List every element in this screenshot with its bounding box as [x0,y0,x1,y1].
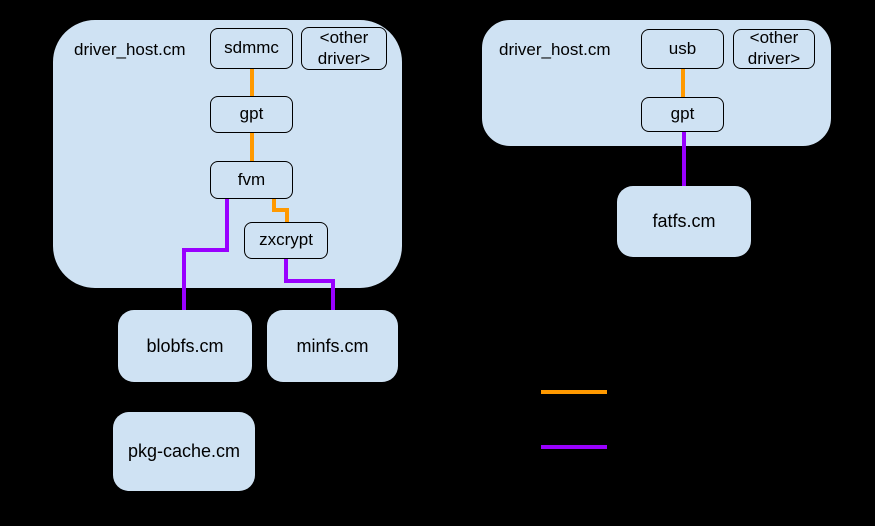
legend-purple-line [541,445,607,449]
connector-sdmmc-gpt [250,69,254,96]
legend-orange-line [541,390,607,394]
connector-fvm-zxcrypt-v2 [285,212,289,223]
connector-fvm-zxcrypt-v1 [272,198,276,212]
connector-fvm-blobfs-h [182,248,229,252]
connector-usb-gpt [681,69,685,97]
connector-fvm-blobfs-v1 [225,198,229,252]
connector-zxcrypt-minfs-h [284,279,335,283]
connector-gpt-fvm [250,133,254,161]
connector-gpt-fatfs [682,132,686,186]
node-blobfs: blobfs.cm [118,310,252,382]
node-fvm: fvm [210,161,293,199]
node-gpt-left: gpt [210,96,293,133]
driver-host-right-label: driver_host.cm [499,40,611,59]
connector-fvm-zxcrypt-h [272,208,289,212]
node-fatfs: fatfs.cm [617,186,751,257]
node-sdmmc: sdmmc [210,28,293,69]
node-other-driver-left: <other driver> [301,27,387,70]
connector-zxcrypt-minfs-v1 [284,259,288,283]
node-pkg-cache: pkg-cache.cm [113,412,255,491]
node-minfs: minfs.cm [267,310,398,382]
node-zxcrypt: zxcrypt [244,222,328,259]
node-usb: usb [641,29,724,69]
node-other-driver-right: <other driver> [733,28,815,69]
node-gpt-right: gpt [641,97,724,132]
connector-zxcrypt-minfs-v2 [331,283,335,310]
connector-fvm-blobfs-v2 [182,252,186,310]
driver-host-left-label: driver_host.cm [74,40,186,59]
